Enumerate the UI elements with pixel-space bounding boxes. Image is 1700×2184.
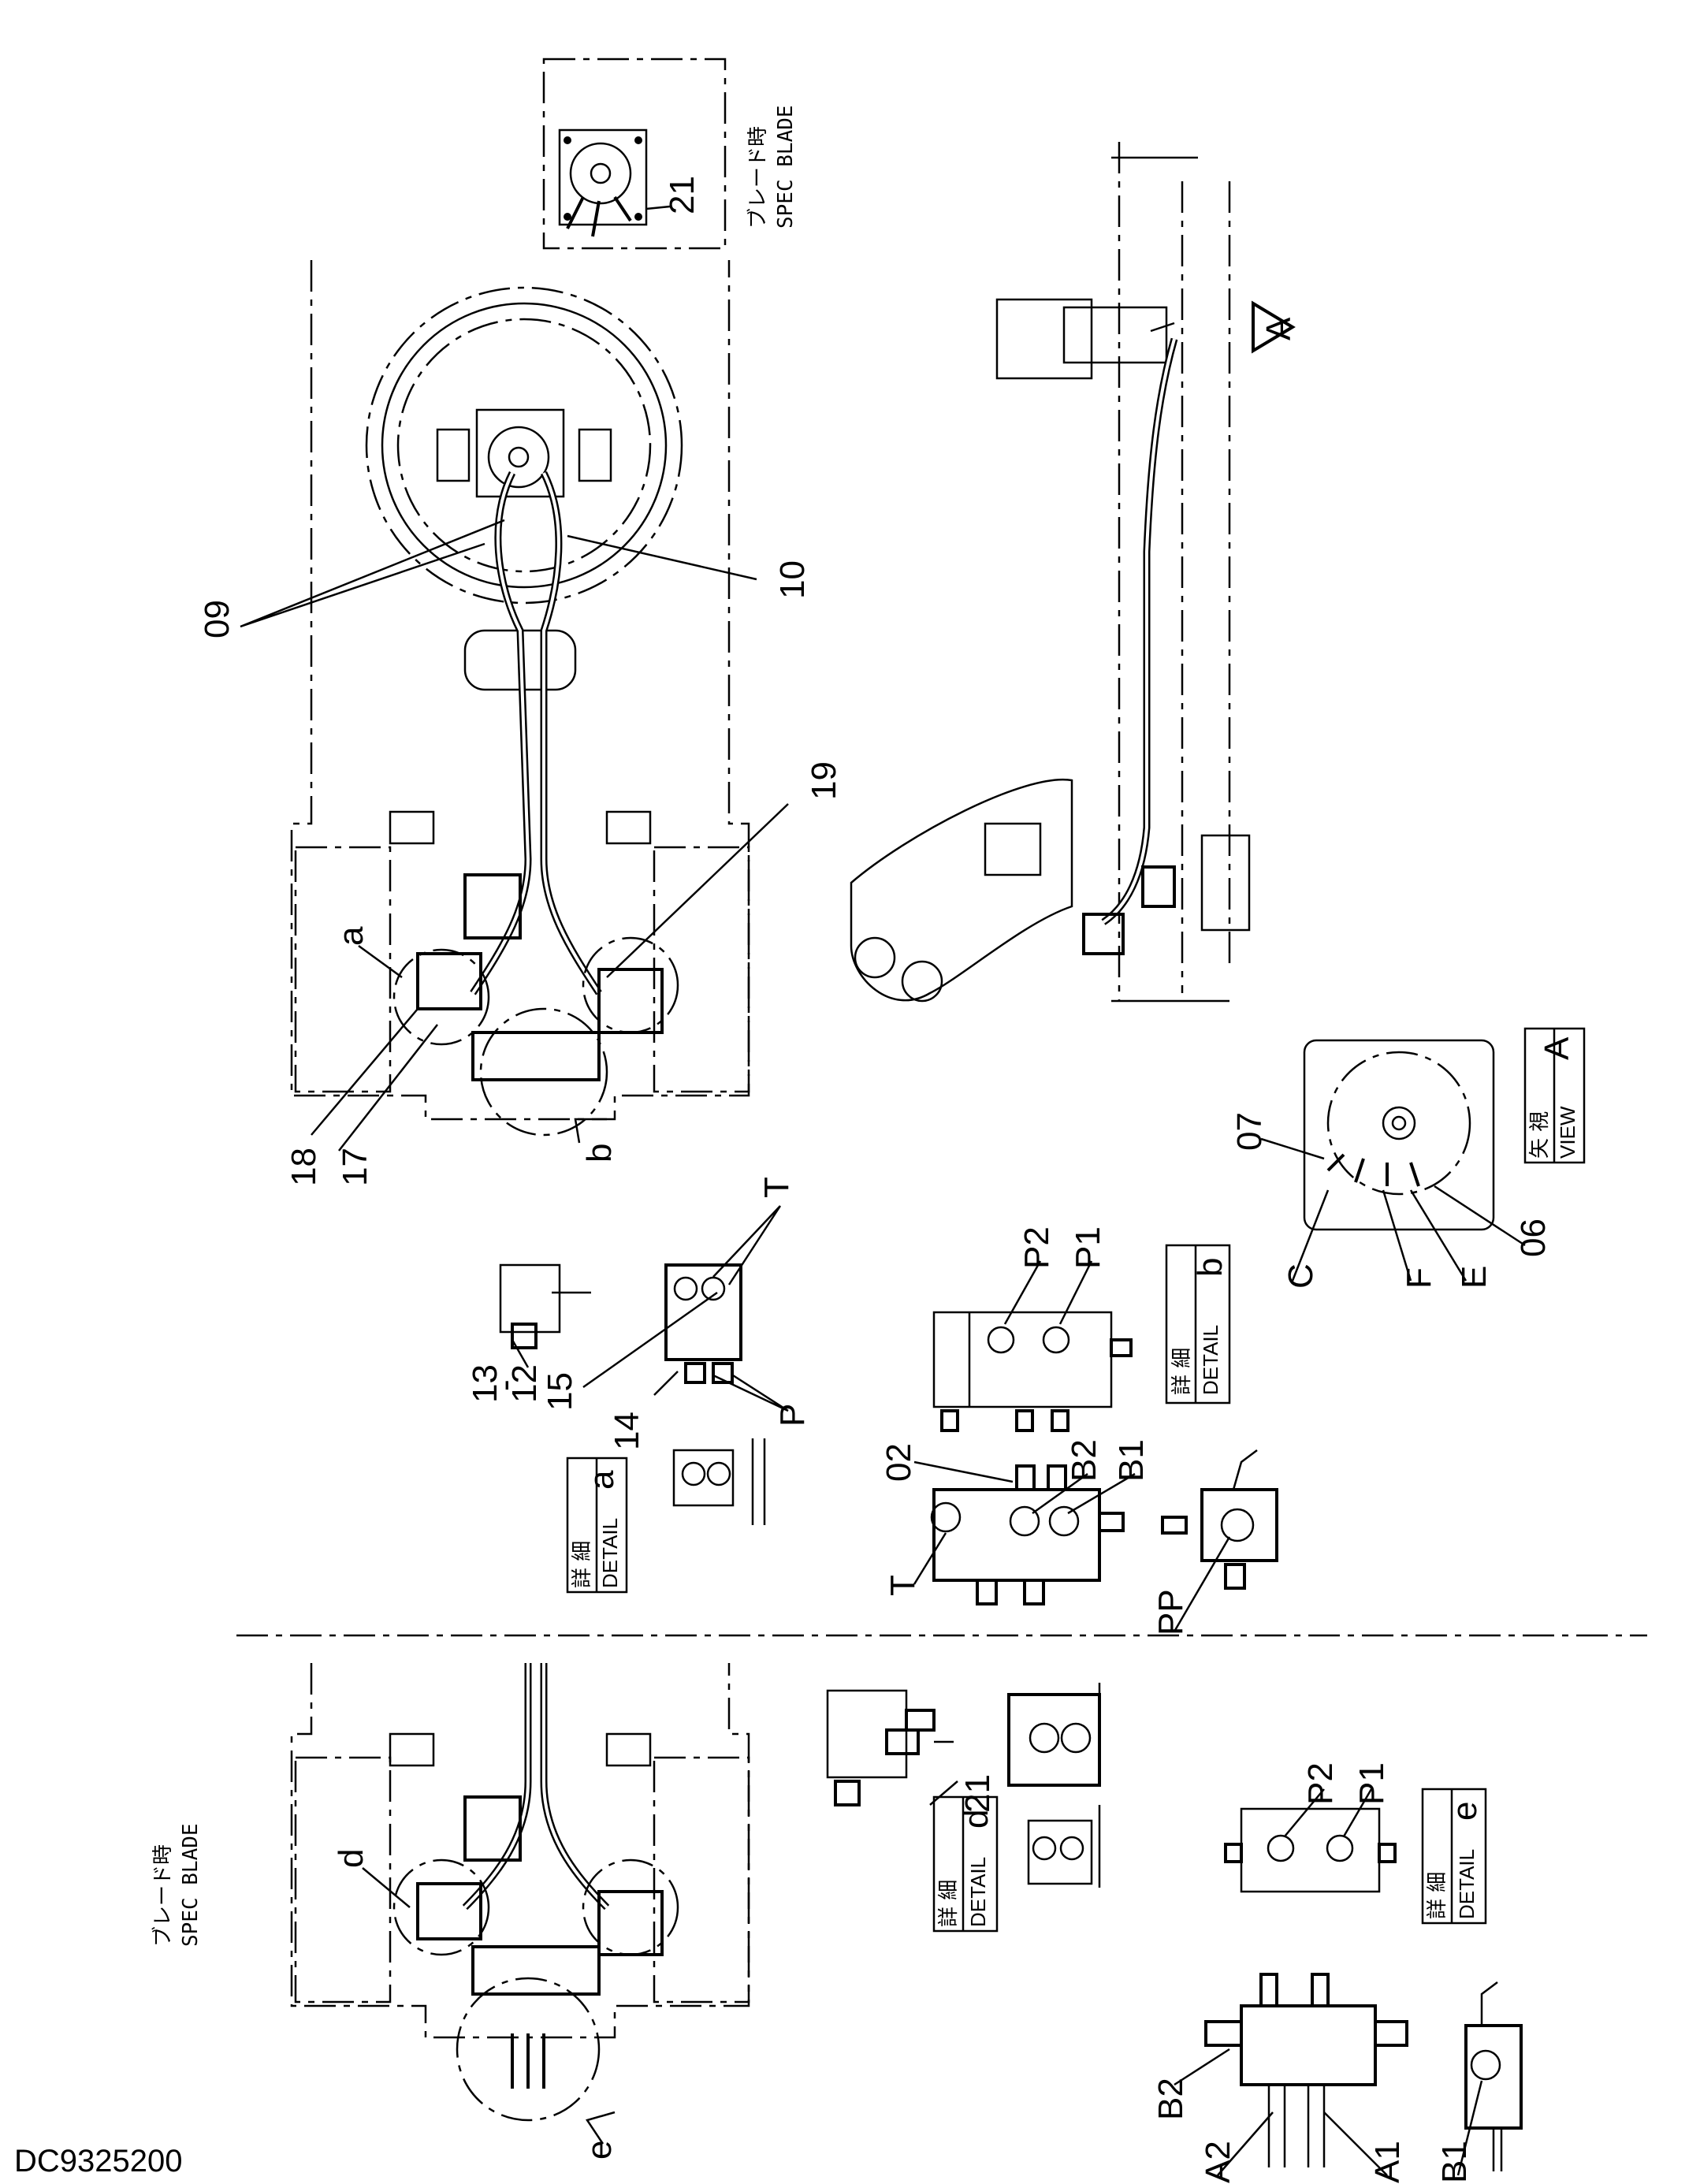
view-a-letter: A xyxy=(1538,1036,1576,1060)
circle-e-label: e xyxy=(580,2141,619,2160)
detail-a-section: 13 - 12 15 14 T P 詳 細 DETAIL a xyxy=(466,1177,812,1594)
part-07-label: 07 xyxy=(1230,1112,1269,1151)
part-13-dash: - xyxy=(485,1379,524,1391)
port-p1-b-label: P1 xyxy=(1069,1226,1107,1269)
part-13-label: 13 xyxy=(466,1364,504,1403)
port-t-a-label: T xyxy=(757,1177,796,1198)
port-b2-e-label: B2 xyxy=(1151,2078,1190,2120)
part-18-label: 18 xyxy=(285,1148,323,1186)
view-arrow-a-label: A xyxy=(1259,317,1298,340)
port-b2-b-label: B2 xyxy=(1065,1439,1103,1482)
port-p2-e-label: P2 xyxy=(1301,1762,1340,1805)
detail-d-jp-label: 詳 細 xyxy=(937,1880,961,1927)
view-a-en-label: VIEW xyxy=(1556,1106,1579,1159)
view-a-jp-label: 矢 視 xyxy=(1528,1111,1552,1159)
part-21-detail-label: 21 xyxy=(958,1774,997,1813)
detail-b-letter: b xyxy=(1191,1258,1229,1277)
part-14-label: 14 xyxy=(608,1412,646,1450)
port-pp-b-label: PP xyxy=(1151,1589,1190,1635)
port-f-label: F xyxy=(1400,1267,1438,1289)
detail-d-section: 21 詳 細 DETAIL d xyxy=(826,1683,1101,1933)
detail-e-letter: e xyxy=(1445,1802,1484,1821)
port-t-b-label: T xyxy=(883,1575,922,1596)
part-21-label: 21 xyxy=(663,176,701,214)
port-e-label: E xyxy=(1455,1266,1494,1289)
port-c-label: C xyxy=(1282,1263,1320,1289)
part-10-label: 10 xyxy=(773,560,812,599)
part-19-label: 19 xyxy=(805,761,843,800)
detail-d-en-label: DETAIL xyxy=(966,1857,990,1927)
circle-a-label: a xyxy=(332,926,370,946)
port-b1-b-label: B1 xyxy=(1112,1439,1151,1482)
side-elevation-view: A xyxy=(850,142,1298,1003)
port-p2-b-label: P2 xyxy=(1017,1226,1056,1269)
part-12-label: 12 xyxy=(505,1364,544,1403)
spec-blade-jp-label: ブレード時 xyxy=(746,126,770,229)
spec-blade-en-label: SPEC BLADE xyxy=(774,105,798,229)
circle-d-label: d xyxy=(332,1849,370,1868)
port-p-a-label: P xyxy=(773,1404,812,1427)
drawing-number: DC9325200 xyxy=(14,2144,183,2178)
part-09-label: 09 xyxy=(198,600,236,638)
detail-d-letter: d xyxy=(957,1810,995,1829)
detail-e-section: P2 P1 詳 細 DETAIL e B2 A2 A1 B1 xyxy=(1151,1762,1523,2183)
view-a-section: 07 C F E 06 矢 視 VIEW A xyxy=(1230,1027,1586,1289)
spec-blade-lower-jp-label: ブレード時 xyxy=(151,1844,175,1947)
part-02-label: 02 xyxy=(880,1443,918,1482)
port-a2-e-label: A2 xyxy=(1199,2141,1237,2183)
detail-a-letter: a xyxy=(582,1470,621,1490)
detail-b-section: P2 P1 詳 細 DETAIL b 02 B2 B1 T PP xyxy=(880,1226,1278,1635)
spec-blade-inset-top: 21 ブレード時 SPEC BLADE xyxy=(542,58,798,250)
part-06-label: 06 xyxy=(1514,1219,1553,1257)
spec-blade-lower-en-label: SPEC BLADE xyxy=(179,1823,203,1947)
part-17-label: 17 xyxy=(336,1148,374,1186)
lower-plan-view: d e ブレード時 SPEC BLADE xyxy=(151,1663,750,2160)
port-b1-e-label: B1 xyxy=(1435,2141,1474,2183)
detail-e-en-label: DETAIL xyxy=(1455,1849,1479,1919)
part-15-label: 15 xyxy=(541,1372,579,1411)
circle-b-label: b xyxy=(580,1144,619,1163)
main-plan-view: 09 10 19 18 17 a b xyxy=(198,260,843,1186)
detail-b-jp-label: 詳 細 xyxy=(1170,1348,1194,1395)
detail-b-en-label: DETAIL xyxy=(1199,1325,1222,1395)
detail-e-jp-label: 詳 細 xyxy=(1426,1872,1449,1919)
port-a1-e-label: A1 xyxy=(1368,2141,1407,2183)
detail-a-en-label: DETAIL xyxy=(598,1518,622,1588)
port-p1-e-label: P1 xyxy=(1352,1762,1391,1805)
detail-a-jp-label: 詳 細 xyxy=(571,1541,594,1588)
